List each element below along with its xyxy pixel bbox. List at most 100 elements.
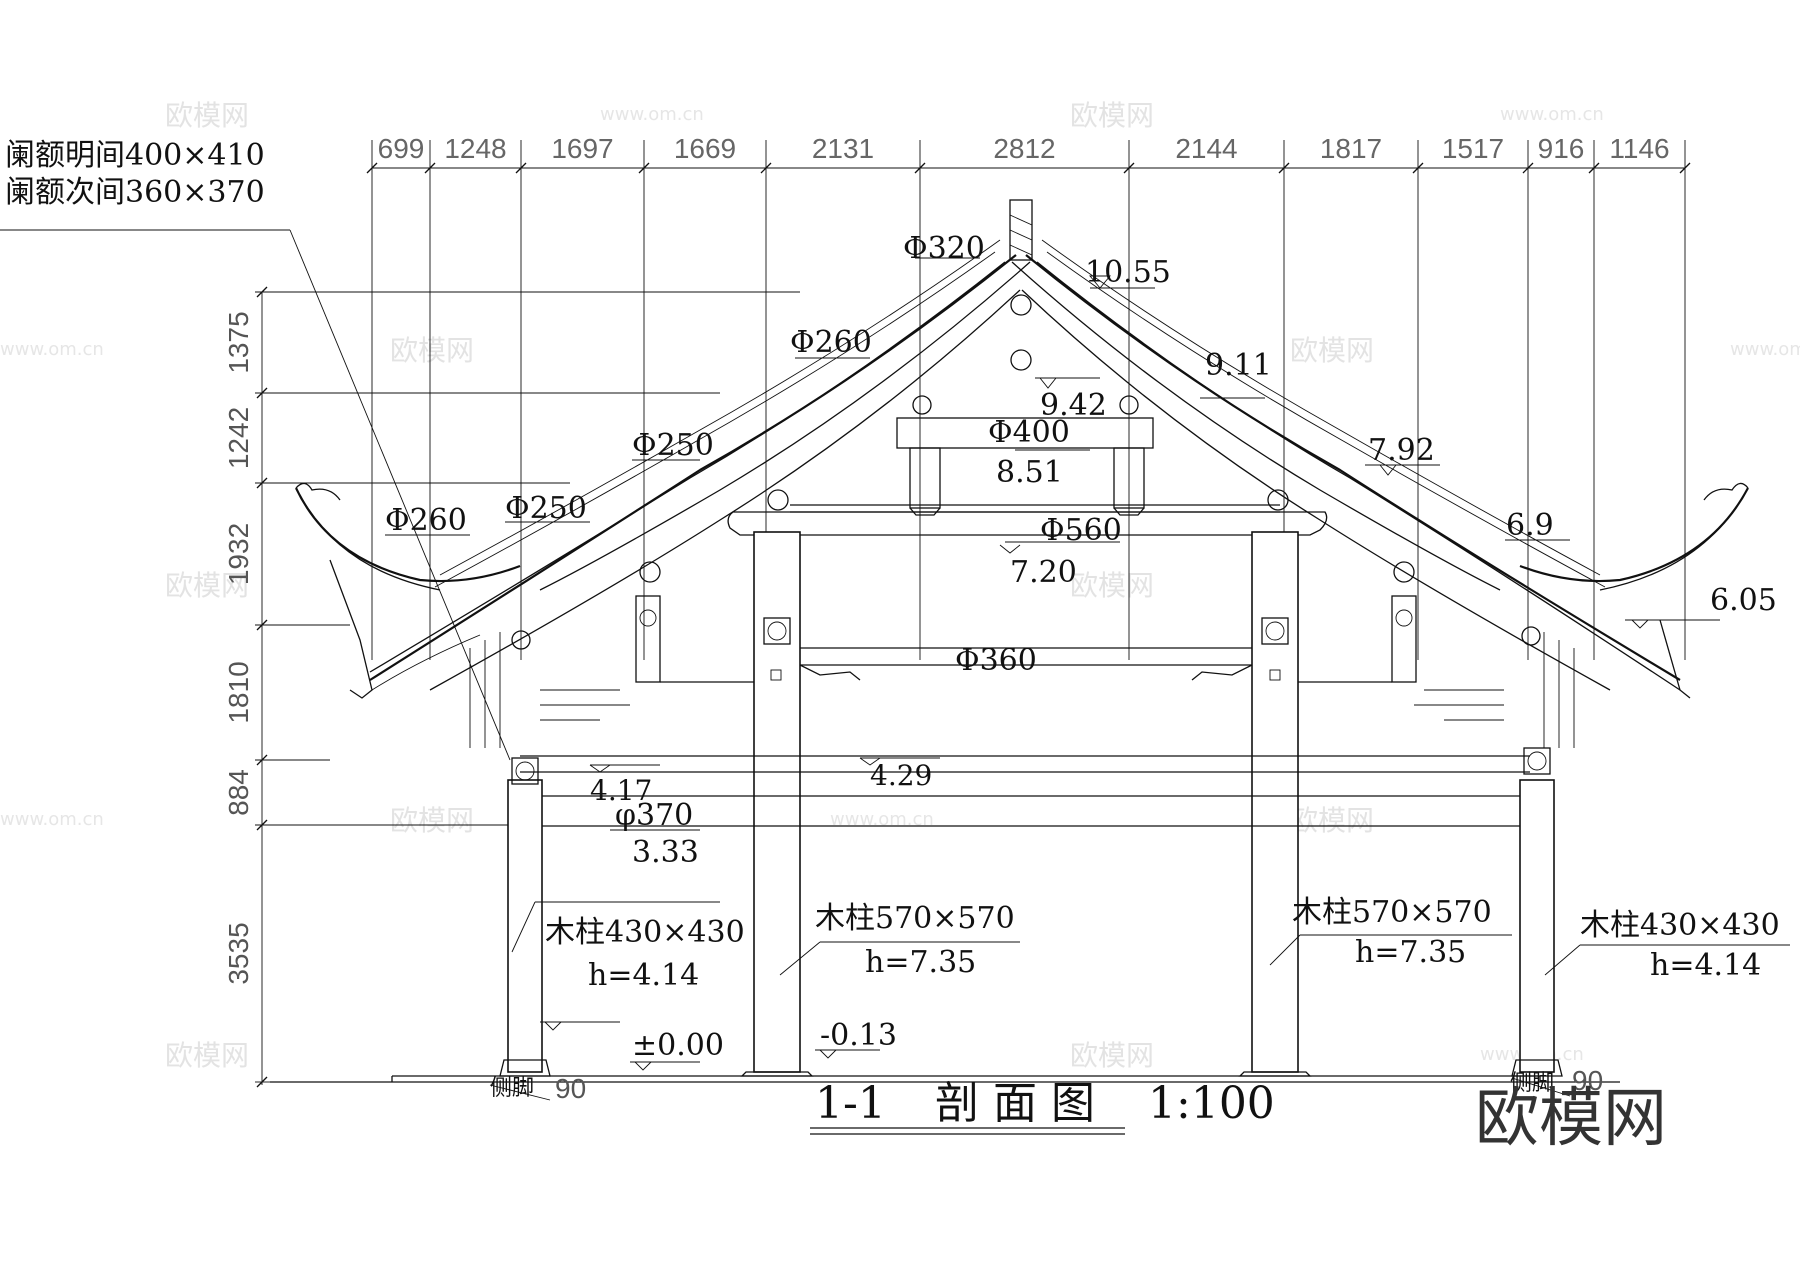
watermark-url: www.om.cn: [0, 339, 104, 360]
dimension-tick: [638, 162, 650, 174]
column-label: 木柱430×430: [1580, 908, 1780, 943]
lintel-note-main: 阑额明间400×410: [5, 138, 265, 173]
annotations: 阑额明间400×410 阑额次间360×370 Φ320 Φ260 Φ250 Φ…: [5, 138, 1780, 1104]
dimension-tick: [1522, 162, 1534, 174]
column-label: 木柱570×570: [815, 901, 1015, 936]
watermark-url: www.om.cn: [1500, 104, 1604, 125]
top-dimension-value: 916: [1538, 133, 1585, 164]
ground-line: [270, 1075, 1620, 1083]
elevation-label: 3.33: [632, 835, 699, 870]
diameter-label: φ370: [615, 798, 693, 833]
elevation-label: 6.05: [1710, 583, 1777, 618]
dimension-tick: [366, 162, 378, 174]
column-label: 木柱570×570: [1292, 895, 1492, 930]
watermark-brand: 欧模网: [1070, 1039, 1154, 1072]
dimension-tick: [1123, 162, 1135, 174]
top-dimension-value: 699: [378, 133, 425, 164]
top-dimension-value: 1697: [551, 133, 613, 164]
dimension-tick: [1679, 162, 1691, 174]
diameter-label: Φ560: [1040, 513, 1122, 548]
outer-right-column: [1519, 779, 1555, 1073]
dimension-tick: [256, 286, 268, 298]
diameter-label: Φ250: [632, 428, 714, 463]
brand-logo: 欧模网: [1475, 1082, 1667, 1156]
watermark-url: www.om.cn: [1730, 339, 1800, 360]
diameter-label: Φ320: [903, 231, 985, 266]
inner-left-column: [753, 531, 801, 1073]
left-dimension-value: 1242: [223, 407, 254, 469]
base-note-value: 90: [555, 1073, 586, 1104]
inner-right-column: [1251, 531, 1299, 1073]
left-dimension-value: 1810: [223, 661, 254, 723]
top-dimension-value: 2131: [812, 133, 874, 164]
watermarks: 欧模网 www.om.cn 欧模网 www.om.cn www.om.cn 欧模…: [0, 99, 1800, 1072]
top-dimension-value: 2812: [993, 133, 1055, 164]
left-dimension-value: 1375: [223, 311, 254, 373]
top-dimension-value: 1146: [1609, 133, 1669, 164]
dimension-tick: [1588, 162, 1600, 174]
dimension-tick: [256, 754, 268, 766]
diameter-label: Φ400: [988, 415, 1070, 450]
top-dimension-value: 2144: [1175, 133, 1237, 164]
dimension-tick: [256, 1076, 268, 1088]
top-dimension-value: 1669: [674, 133, 736, 164]
timber-frame: [469, 294, 1575, 1077]
watermark-brand: 欧模网: [1290, 334, 1374, 367]
column-height: h=7.35: [1355, 935, 1466, 970]
dimension-tick: [1278, 162, 1290, 174]
watermark-brand: 欧模网: [1070, 99, 1154, 132]
drawing-title: 1-1 剖 面 图 1:100: [810, 1078, 1275, 1135]
column-height: h=4.14: [1650, 948, 1761, 983]
elevation-label: 6.9: [1506, 508, 1554, 543]
watermark-brand: 欧模网: [165, 99, 249, 132]
dimension-tick: [914, 162, 926, 174]
outer-left-column: [507, 779, 543, 1073]
elevation-label: 7.20: [1010, 555, 1077, 590]
section-scale: 1:100: [1148, 1078, 1275, 1129]
elevation-label: ±0.00: [632, 1028, 724, 1063]
column-height: h=4.14: [588, 958, 699, 993]
diameter-label: Φ260: [385, 503, 467, 538]
watermark-brand: 欧模网: [1290, 804, 1374, 837]
column-label: 木柱430×430: [545, 915, 745, 950]
diameter-label: Φ260: [790, 325, 872, 360]
section-number: 1-1: [815, 1078, 886, 1129]
watermark-url: www.om.cn: [830, 809, 934, 830]
dimension-tick: [256, 477, 268, 489]
column-height: h=7.35: [865, 945, 976, 980]
left-dimension-value: 3535: [223, 922, 254, 984]
dimension-tick: [256, 819, 268, 831]
base-note: 侧脚: [490, 1076, 534, 1101]
dimension-tick: [515, 162, 527, 174]
watermark-url: www.om.cn: [600, 104, 704, 125]
watermark-brand: 欧模网: [165, 1039, 249, 1072]
lintel-note-side: 阑额次间360×370: [5, 175, 265, 210]
diameter-label: Φ250: [505, 491, 587, 526]
top-dimension-value: 1817: [1320, 133, 1382, 164]
roof: [295, 199, 1749, 699]
elevation-label: 10.55: [1085, 255, 1171, 290]
top-dimension-value: 1248: [444, 133, 506, 164]
base-note: 侧脚: [1510, 1071, 1554, 1096]
dimension-tick: [256, 619, 268, 631]
left-dimension-value: 884: [223, 769, 254, 816]
elevation-label: 9.42: [1040, 388, 1107, 423]
elevation-label: 4.17: [590, 774, 652, 807]
section-name: 剖 面 图: [935, 1078, 1095, 1129]
dimension-tick: [1412, 162, 1424, 174]
dimension-tick: [760, 162, 772, 174]
elevation-label: 8.51: [996, 455, 1063, 490]
elevation-label: 4.29: [870, 759, 932, 792]
elevation-label: -0.13: [820, 1018, 897, 1053]
dimension-tick: [256, 387, 268, 399]
dimension-tick: [424, 162, 436, 174]
watermark-brand: 欧模网: [1070, 569, 1154, 602]
elevation-label: 9.11: [1205, 348, 1272, 383]
watermark-brand: 欧模网: [390, 804, 474, 837]
watermark-brand: 欧模网: [390, 334, 474, 367]
leader-lines: [0, 229, 1790, 1071]
diameter-label: Φ360: [955, 643, 1037, 678]
